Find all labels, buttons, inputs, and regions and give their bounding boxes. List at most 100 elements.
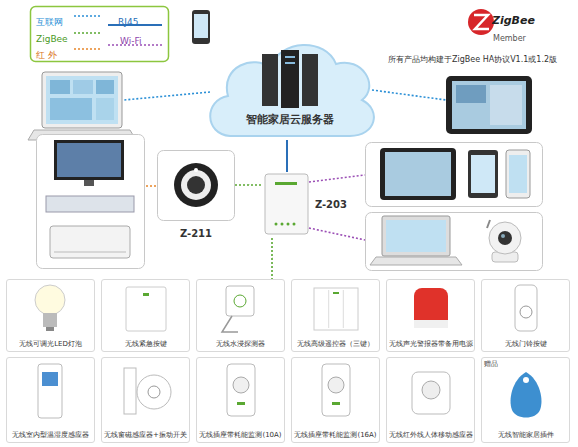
wifi-wire [309,175,365,240]
device-card: 无线声光警报器带备用电源 [386,279,475,352]
device-picture [237,402,245,405]
z211-device [181,170,211,200]
device-picture [515,285,537,331]
device-picture [46,327,54,331]
pc-camera-box [370,257,462,265]
legend-sample [74,15,102,17]
legend-frame [31,7,169,62]
device-picture [412,372,450,414]
laptop-icon [42,72,122,128]
appliance-box [57,143,121,177]
device-card: 无线室内型温湿度感应器 [6,357,95,443]
tablet-icon [456,85,486,103]
connector-line [235,184,262,186]
z211-device [174,163,218,207]
server-icon [262,54,278,106]
z203-device [275,223,278,226]
legend-sample [74,48,102,50]
device-picture [222,316,238,332]
pc-camera-box [489,222,521,254]
server-icon [285,56,295,58]
device-picture [233,377,249,393]
device-picture [126,287,166,331]
logo-text: Member [493,26,526,45]
z211-device [158,151,235,221]
device-picture [42,372,58,386]
note-text: 所有产品均构建于ZigBee HA协议V1.1或1.2版 [388,55,557,64]
legend-text: Wi-Fi [120,36,141,46]
z203-device [293,223,296,226]
laptop-icon [73,80,93,94]
zigbee-logo [474,15,489,29]
device-picture [234,295,246,307]
mobile-box [509,155,527,193]
device-card: 无线红外线人体移动感应器 [386,357,475,443]
device-picture [322,364,350,416]
device-picture [137,375,171,409]
device-card: 无线窗磁感应器+振动开关 [101,357,190,443]
device-card: 无线可调光LED灯泡 [6,279,95,352]
device-name: 无线声光警报器带备用电源 [389,340,473,348]
gateway-device: Z-211 [157,150,235,240]
mobile-box [506,150,530,198]
pc-camera-box [487,220,490,228]
z211-device [187,176,205,194]
device-name: 无线水浸探测器 [216,340,265,348]
appliance-box [54,140,124,180]
device-name: 无线紧急按键 [125,340,167,348]
laptop-icon [28,72,136,140]
pc-camera-box [382,216,450,256]
device-picture [520,306,532,318]
device-card: 无线插座带耗能监测(16A) [291,357,380,443]
cloud-server: 智能家居云服务器 [200,30,380,140]
gateway-device: Z-203 [262,172,348,238]
device-name: 无线红外线人体移动感应器 [389,431,473,439]
legend-text: 互联网 [36,17,63,27]
laptop-icon [96,80,114,94]
device-name: 无线窗磁感应器+振动开关 [104,431,187,439]
device-card: 无线高级遥控器（三键） [291,279,380,352]
device-name: 无线智能家居插件 [498,431,554,439]
zigbee-logo [468,9,494,35]
logo-text: ZigBee [492,9,535,28]
device-card: 无线水浸探测器 [196,279,285,352]
device-card: 无线插座带耗能监测(10A) [196,357,285,443]
appliance-box [46,196,134,212]
server-icon [285,62,295,64]
legend-sample [74,16,162,49]
device-card: 无线门铃按键 [481,279,570,352]
device-picture [511,372,542,418]
device-picture [328,377,344,393]
node-label: Z-211 [180,228,212,240]
device-picture [148,386,160,398]
device-picture [35,285,65,315]
z203-device [265,174,308,234]
phone-icon [194,14,208,38]
mobile-box [385,152,451,196]
device-card: 无线紧急按键 [101,279,190,352]
node-label: 智能家居云服务器 [246,113,334,126]
legend-item: RJ45 [118,10,138,29]
legend-item: 红 外 [36,43,57,62]
device-name: 无线室内型温湿度感应器 [12,431,89,439]
device-name: 无线门铃按键 [505,340,547,348]
device-picture [343,290,344,328]
legend-text: 红 外 [36,50,57,60]
z211-device [194,168,198,172]
mobile-box [380,148,456,200]
device-picture [38,364,62,418]
logo-text: Member [493,34,526,43]
note-text: 所有产品均构建于ZigBee HA协议V1.1或1.2版 [388,47,557,66]
logo-text: ZigBee [492,14,535,27]
pc-camera-box [501,234,505,238]
tablet-icon [452,81,526,129]
appliance-box [37,135,145,269]
device-picture [523,377,529,383]
wifi-wire [309,175,365,182]
device-name: 无线插座带耗能监测(10A) [199,431,281,439]
internet-wire [372,90,446,100]
laptop-icon [50,80,70,94]
phone-icon [192,10,210,44]
device-card: 赠品无线智能家居插件 [481,357,570,443]
